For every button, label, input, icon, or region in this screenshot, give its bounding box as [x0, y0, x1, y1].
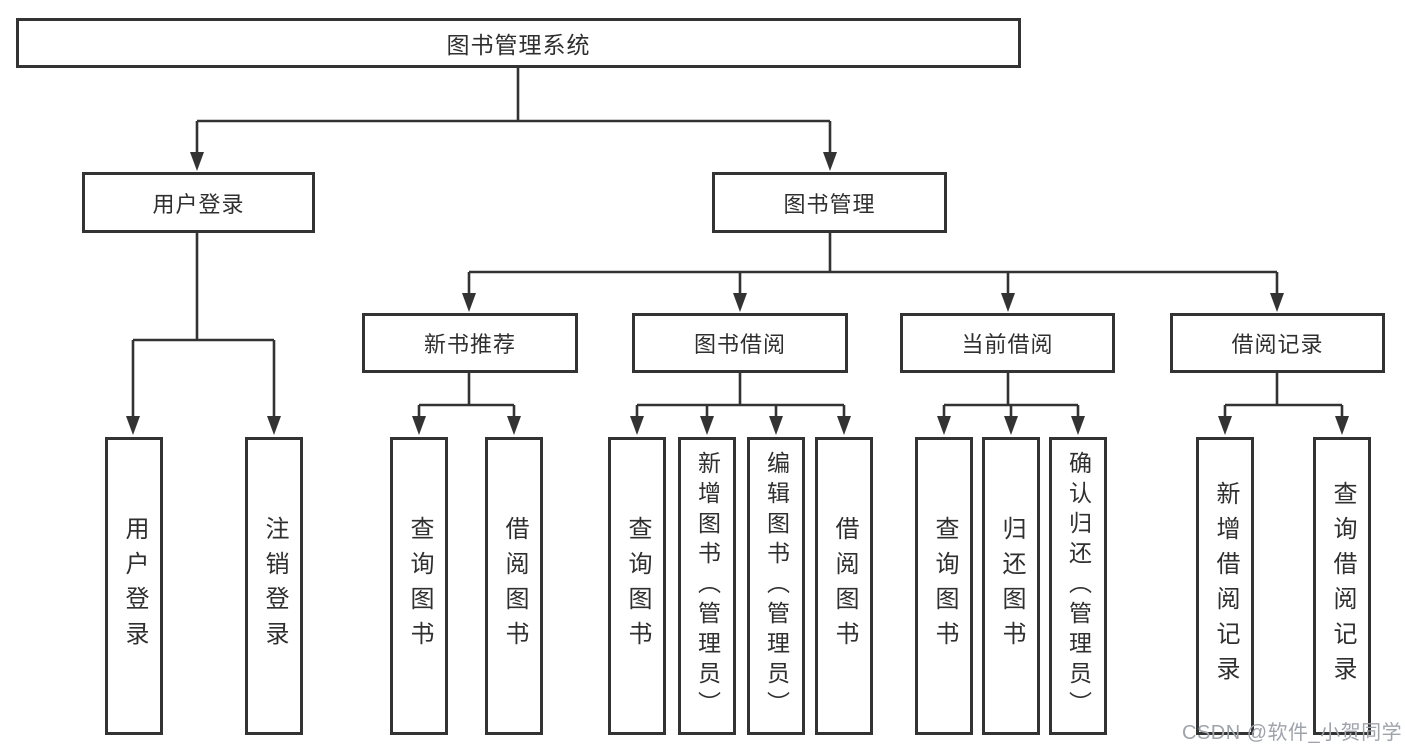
node-label: 图书管理系统: [446, 32, 591, 58]
node-label: 当前借阅: [961, 332, 1054, 357]
csdn-watermark: CSDN @软件_小贺同学: [1182, 722, 1403, 744]
node-label: 借阅记录: [1231, 332, 1324, 357]
leaf-return-books: 归还图书: [982, 437, 1040, 735]
node-book-management: 图书管理: [712, 172, 947, 233]
node-library-management-system: 图书管理系统: [16, 18, 1021, 68]
leaf-user-login: 用户登录: [105, 437, 163, 735]
leaf-label: 归还图书: [998, 516, 1025, 656]
leaf-label: 编辑图书（管理员）: [763, 451, 790, 721]
node-label: 用户登录: [152, 191, 245, 217]
leaf-label: 新增图书（管理员）: [694, 451, 721, 721]
leaf-query-books-3: 查询图书: [915, 437, 973, 735]
leaf-label: 借阅图书: [831, 516, 858, 656]
leaf-query-books-1: 查询图书: [390, 437, 448, 735]
node-new-book-recommend: 新书推荐: [362, 313, 578, 373]
node-current-borrow: 当前借阅: [900, 313, 1115, 373]
leaf-add-borrow-record: 新增借阅记录: [1196, 437, 1254, 735]
node-borrow-records: 借阅记录: [1170, 313, 1385, 373]
leaf-label: 借阅图书: [501, 516, 528, 656]
leaf-query-borrow-record: 查询借阅记录: [1313, 437, 1371, 735]
node-label: 图书借阅: [693, 332, 786, 357]
leaf-label: 确认归还（管理员）: [1065, 451, 1092, 721]
node-label: 图书管理: [783, 191, 876, 217]
leaf-borrow-books-1: 借阅图书: [485, 437, 543, 735]
connector-segments: [131, 68, 1344, 418]
leaf-confirm-return-admin: 确认归还（管理员）: [1049, 437, 1107, 735]
leaf-label: 查询图书: [406, 516, 433, 656]
leaf-label: 用户登录: [121, 516, 148, 656]
leaf-borrow-books-2: 借阅图书: [815, 437, 873, 735]
leaf-label: 查询图书: [931, 516, 958, 656]
leaf-label: 注销登录: [261, 516, 288, 656]
leaf-query-books-2: 查询图书: [608, 437, 666, 735]
arrowheads: [126, 152, 1349, 435]
leaf-label: 新增借阅记录: [1212, 481, 1239, 691]
node-user-login: 用户登录: [82, 172, 315, 233]
node-book-borrow: 图书借阅: [632, 313, 848, 373]
leaf-label: 查询借阅记录: [1329, 481, 1356, 691]
leaf-add-books-admin: 新增图书（管理员）: [678, 437, 736, 735]
leaf-label: 查询图书: [624, 516, 651, 656]
leaf-logout: 注销登录: [245, 437, 303, 735]
leaf-edit-books-admin: 编辑图书（管理员）: [747, 437, 805, 735]
node-label: 新书推荐: [423, 332, 516, 357]
